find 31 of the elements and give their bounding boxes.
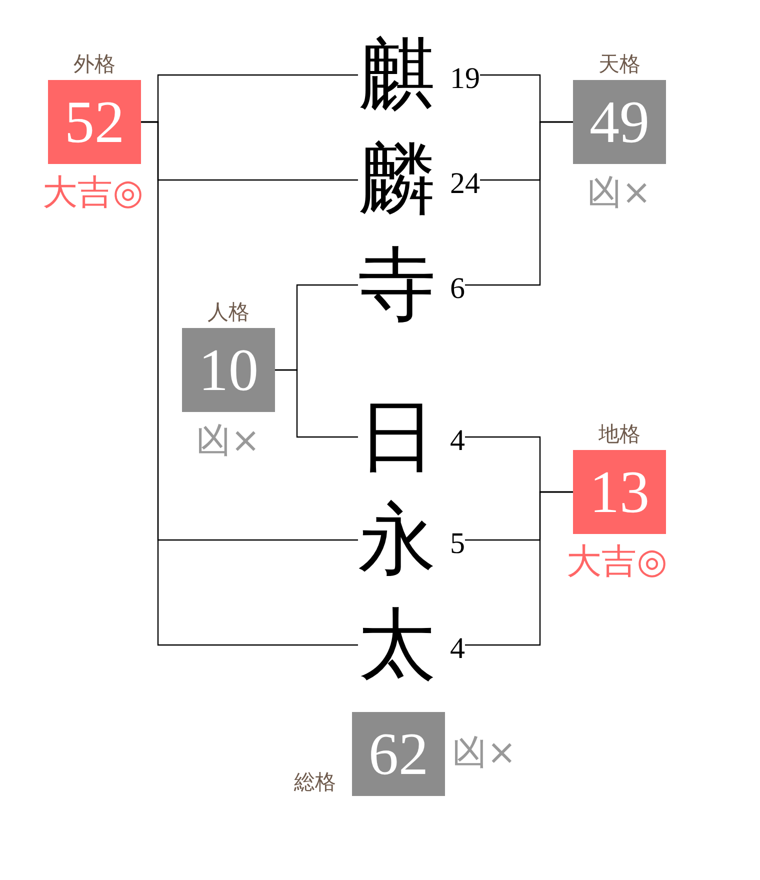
bracket-line [465,491,573,646]
score-box: 49 [573,80,666,164]
name-character: 日 [358,398,436,476]
name-character: 寺 [358,246,436,324]
fortune-label: 大吉◎ [42,176,144,211]
stroke-count: 4 [450,426,465,456]
name-character: 麒 [358,36,436,114]
score-box: 62 [352,712,445,796]
bracket-line [275,369,358,438]
stroke-count: 4 [450,634,465,664]
category-label: 天格 [598,52,640,76]
stroke-count: 19 [450,64,480,94]
fortune-label: 大吉◎ [566,545,668,580]
fortune-label: 凶× [196,424,260,459]
name-character: 太 [358,606,436,684]
category-label: 総格 [294,770,336,794]
score-box: 13 [573,450,666,534]
category-label: 地格 [598,422,640,446]
fortune-label: 凶× [586,176,652,211]
name-character: 麟 [358,141,436,219]
bracket-line [141,121,358,646]
name-character: 永 [358,501,436,579]
score-box: 52 [48,80,141,164]
stroke-count: 24 [450,169,480,199]
fortune-label: 凶× [452,736,516,771]
stroke-count: 6 [450,274,465,304]
stroke-count: 5 [450,529,465,559]
bracket-line [465,121,573,286]
category-label: 外格 [74,52,116,76]
score-box: 10 [182,328,275,412]
category-label: 人格 [208,300,250,324]
